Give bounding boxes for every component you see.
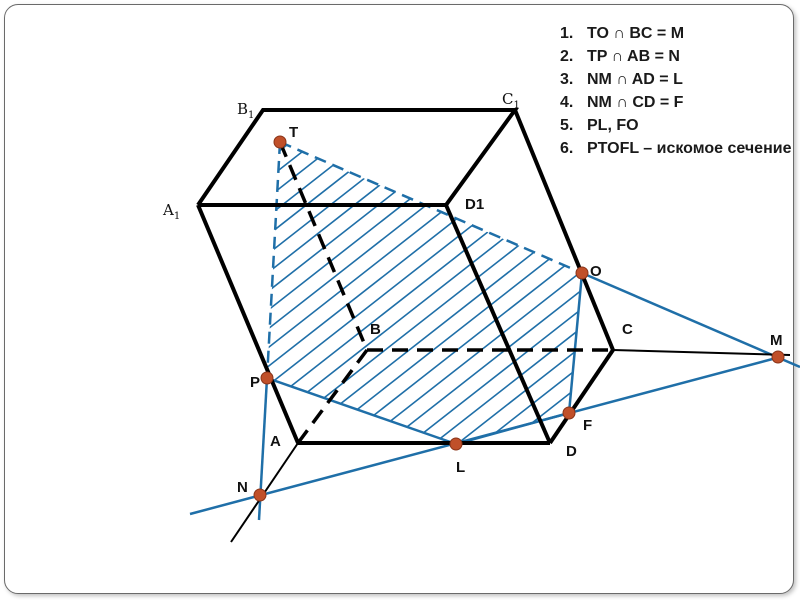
- hatch-line: [0, 0, 136, 470]
- point-l: [449, 437, 463, 451]
- point-o: [575, 266, 589, 280]
- line-om: [581, 271, 800, 369]
- label-o: O: [590, 263, 602, 280]
- hatch-line: [267, 142, 582, 444]
- edge-b-a: [296, 348, 369, 445]
- section-edge-to: [279, 140, 583, 275]
- label-l: L: [456, 459, 465, 476]
- section-edge-of: [567, 272, 584, 414]
- point-m: [771, 350, 785, 364]
- hatch-line: [267, 142, 545, 444]
- edge-b1-b: [278, 141, 369, 351]
- label-d1: D1: [465, 196, 484, 213]
- label-b1: B1: [237, 100, 254, 121]
- label-c: C: [622, 321, 633, 338]
- point-n: [253, 488, 267, 502]
- hatch-line: [267, 142, 281, 444]
- hatch-line: [303, 142, 582, 444]
- slide-frame: [4, 4, 794, 594]
- hatch-line: [327, 142, 582, 444]
- hatch-line: [423, 142, 582, 444]
- section-edge-lp: [266, 376, 457, 446]
- hatch-line: [0, 0, 160, 470]
- point-t: [273, 135, 287, 149]
- hatch-line: [0, 0, 208, 470]
- hatch-line: [351, 142, 582, 444]
- step-item: 3.NM ∩ AD = L: [560, 71, 683, 88]
- hatch-line: [0, 0, 256, 470]
- hatch-line: [0, 0, 88, 470]
- edge-d1-d: [444, 204, 552, 444]
- label-d: D: [566, 443, 577, 460]
- line-bc-extension: [612, 349, 791, 356]
- top-face: [196, 108, 519, 207]
- hatch-line: [267, 142, 473, 444]
- hatch-line: [375, 142, 582, 444]
- label-c1: C1: [502, 90, 520, 111]
- construction-steps: 1.TO ∩ BC = M 2.TP ∩ AB = N 3.NM ∩ AD = …: [560, 22, 792, 160]
- step-item: 2.TP ∩ AB = N: [560, 48, 680, 65]
- edge-a1-a: [196, 204, 300, 444]
- point-f: [562, 406, 576, 420]
- hatch-line: [267, 142, 582, 444]
- hatch-line: [267, 142, 582, 444]
- label-n: N: [237, 479, 248, 496]
- hatch-line: [399, 142, 582, 444]
- point-p: [260, 371, 274, 385]
- step-item: 5.PL, FO: [560, 117, 639, 134]
- step-item: 6.PTOFL – искомое сечение: [560, 140, 792, 157]
- label-a1: A1: [162, 201, 180, 222]
- hatch-line: [0, 0, 16, 470]
- label-a: A: [270, 433, 281, 450]
- hatch-line: [267, 142, 582, 444]
- label-m: M: [770, 332, 783, 349]
- label-f: F: [583, 417, 592, 434]
- edge-d-c: [548, 348, 615, 445]
- hatch-line: [447, 142, 582, 444]
- hatch-line: [267, 142, 449, 444]
- hatch-line: [267, 142, 582, 444]
- hatch-line: [0, 0, 112, 470]
- section-edge-tp: [265, 141, 282, 379]
- label-b: B: [370, 321, 381, 338]
- hatch-line: [0, 0, 232, 470]
- label-p: P: [250, 374, 260, 391]
- hatch-line: [0, 0, 40, 470]
- line-nm: [189, 355, 781, 516]
- hatch-line: [267, 142, 582, 444]
- edge-c1-c: [513, 109, 615, 351]
- hatch-line: [267, 142, 582, 444]
- step-item: 1.TO ∩ BC = M: [560, 25, 685, 42]
- hatch-line: [267, 142, 353, 444]
- label-t: T: [289, 124, 298, 141]
- hatch-line: [267, 142, 497, 444]
- hatch-line: [0, 0, 64, 470]
- step-item: 4.NM ∩ CD = F: [560, 94, 684, 111]
- hatch-line: [0, 0, 184, 470]
- hatch-line: [267, 142, 305, 444]
